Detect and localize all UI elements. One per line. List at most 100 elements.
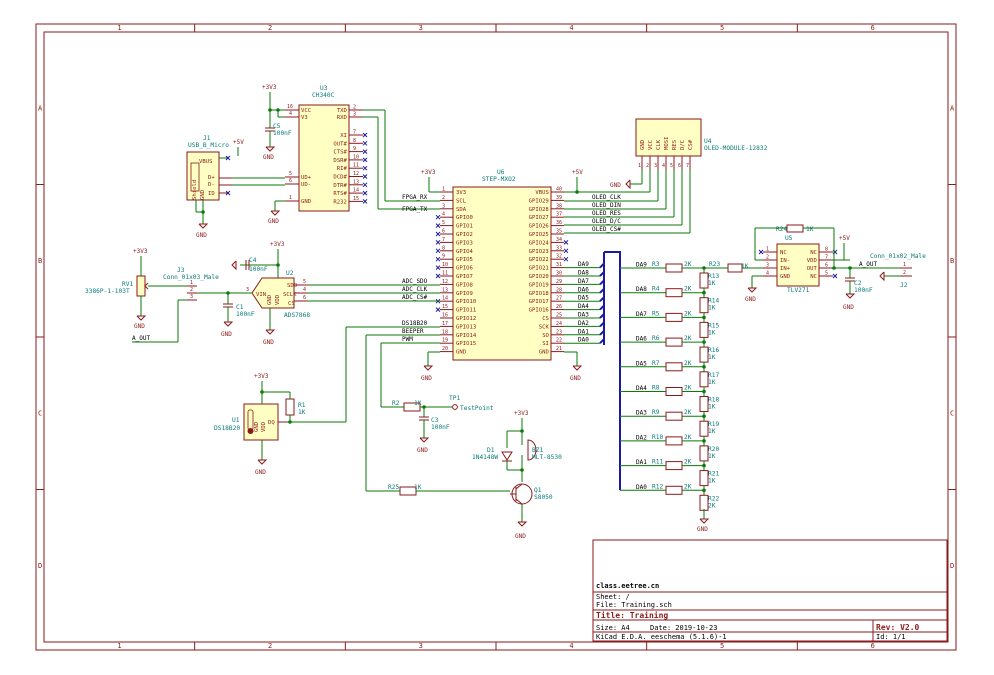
u2-pin-vdd: VDD xyxy=(275,294,281,305)
shunt-ref-r17: R17 xyxy=(708,372,719,379)
u5-num-1: 1 xyxy=(766,247,769,253)
frame-row-left-B: B xyxy=(38,257,42,265)
u6-num-2: 2 xyxy=(442,195,445,201)
shunt-ref-r13: R13 xyxy=(708,273,719,280)
u6-num-30: 30 xyxy=(556,271,562,277)
u3-num-10: 10 xyxy=(353,154,359,160)
u3-num-11: 11 xyxy=(353,163,359,169)
q1-gnd: GND xyxy=(515,533,526,540)
j2-ref: J2 xyxy=(900,282,908,289)
u6-net-da0: DA0 xyxy=(578,337,589,344)
u6-num-20: 20 xyxy=(442,346,448,352)
u5-num-2: 2 xyxy=(766,255,769,261)
u6-pin-gpio20: GPIO20 xyxy=(529,274,549,280)
shunt-value-r16: 1K xyxy=(708,354,716,361)
u2-pin-vin: VIN xyxy=(256,292,266,298)
u5-pin-l-inp: IN+ xyxy=(780,266,791,272)
u6-net-da9: DA9 xyxy=(578,261,589,268)
tb-id: Id: 1/1 xyxy=(876,633,906,641)
u5-num-8: 8 xyxy=(825,247,828,253)
u6-step-mxo2: U6 STEP-MXO2 3V31VBUS40SCL2GPIO2939SDA3G… xyxy=(421,169,650,382)
u3-num-7: 7 xyxy=(353,130,356,136)
frame-col-bottom-5: 5 xyxy=(720,642,724,650)
net-adc-clk: ADC_CLK xyxy=(402,286,428,293)
u6-num-32: 32 xyxy=(556,254,562,260)
u2-pin-cs: CS xyxy=(288,301,295,307)
u6-pin-gpio0: GPIO0 xyxy=(456,215,473,221)
r25-ref: R25 xyxy=(388,484,399,491)
tb-size: Size: A4 xyxy=(596,624,630,632)
ladder-value-r9: 2K xyxy=(684,409,692,416)
tb-sheet: Sheet: / xyxy=(596,593,630,601)
ladder-value-r11: 2K xyxy=(684,459,692,466)
u6-pin-gpio28: GPIO28 xyxy=(529,207,550,213)
c3-ref: C3 xyxy=(431,417,439,424)
c2-gnd: GND xyxy=(843,304,854,311)
u6-pin-gpio26: GPIO26 xyxy=(529,224,549,230)
u6-num-4: 4 xyxy=(442,212,445,218)
shunt-ref-r20: R20 xyxy=(708,446,719,453)
u1-pin-vdd: VDD xyxy=(261,421,267,432)
u6-pin-gpio19: GPIO19 xyxy=(529,282,549,288)
u3-pin-gnd: GND xyxy=(301,199,312,205)
u6-num-39: 39 xyxy=(556,195,562,201)
u4-pin-cs-n: CS# xyxy=(688,139,694,150)
u6-num-3: 3 xyxy=(442,203,445,209)
u4-gnd: GND xyxy=(610,182,621,189)
u2-pin-sclk: SCLK xyxy=(283,292,297,298)
shunt-value-r17: 1K xyxy=(708,379,716,386)
u6-pin-gpio16: GPIO16 xyxy=(529,308,549,314)
u6-pin-gpio24: GPIO24 xyxy=(529,240,550,246)
u6-num-7: 7 xyxy=(442,237,445,243)
u3-num-1: 1 xyxy=(289,195,292,201)
u6-pin-gpio15: GPIO15 xyxy=(456,341,476,347)
u6-pin-sda: SDA xyxy=(456,207,467,213)
u6-num-40: 40 xyxy=(556,187,562,193)
j2-num-1: 1 xyxy=(903,262,906,268)
u6-num-26: 26 xyxy=(556,304,562,310)
ladder-ref-r8: R8 xyxy=(652,385,660,392)
u6-num-22: 22 xyxy=(556,338,562,344)
u3-ref: U3 xyxy=(320,85,328,92)
u6-pin-gpio18: GPIO18 xyxy=(529,291,550,297)
u4-pin-clk: CLK xyxy=(656,139,662,150)
shunt-value-r14: 1K xyxy=(708,305,716,312)
u6-pin-gpio1: GPIO1 xyxy=(456,224,473,230)
u6-pin-gpio11: GPIO11 xyxy=(456,308,476,314)
u1-pin-dq: DQ xyxy=(268,420,275,426)
u3-pin-ri-n: RI# xyxy=(337,166,348,172)
u3-right-pins: TXD2RXD3XI7OUT#8CTS#9DSR#10RI#11DCD#12DT… xyxy=(333,105,368,205)
j1-pin-id: ID xyxy=(208,191,215,197)
u2-num-4: 4 xyxy=(303,287,306,293)
net-pwm: PWM xyxy=(402,336,413,343)
j2-num-2: 2 xyxy=(903,270,906,276)
r24-value: 1K xyxy=(806,226,814,233)
j2-value: Conn_01x02_Male xyxy=(870,253,926,260)
j1-value: USB_B_Micro xyxy=(188,142,229,149)
shunt-value-r13: 1K xyxy=(708,280,716,287)
ladder-ref-r5: R5 xyxy=(652,310,660,317)
frame-row-right-B: B xyxy=(950,257,954,265)
tp1-ref: TP1 xyxy=(449,395,460,402)
c3-value: 100nF xyxy=(431,424,450,431)
u3-pin-dtr-n: DTR# xyxy=(333,183,347,189)
buzzer-circuit: +3V3 D1 1N4148W BZ1 MLT-8530 R25 1K Q1 S… xyxy=(388,410,562,540)
u3-num-9: 9 xyxy=(353,146,356,152)
u2-pin-sdo: SDO xyxy=(287,283,298,289)
u3-pin-r232: R232 xyxy=(333,199,346,205)
bz-3v3-label: +3V3 xyxy=(514,410,529,417)
u2-value: ADS7868 xyxy=(284,312,310,319)
u2-ads7868: U2 ADS7868 SDO SCLK CS VIN GND VDD 5 4 6… xyxy=(197,241,440,346)
u1-ds18b20: U1 DS18B20 GND VDD DQ +3V3 R1 1K GND xyxy=(214,373,306,476)
pwm-filter: R2 1K TP1 TestPoint C3 100nF GND xyxy=(390,395,494,454)
u6-num-19: 19 xyxy=(442,338,448,344)
net-oled-clk: OLED_CLK xyxy=(592,194,621,201)
tb-tool: KiCad E.D.A. eeschema (5.1.6)-1 xyxy=(596,633,727,641)
ladder-net-da0: DA0 xyxy=(636,484,647,491)
frame-row-right-A: A xyxy=(950,104,955,112)
r1-ref: R1 xyxy=(298,402,306,409)
frame-col-bottom-2: 2 xyxy=(268,642,272,650)
u5-num-7: 7 xyxy=(825,255,828,261)
title-block: class.eetree.cn Sheet: / File: Training.… xyxy=(592,539,948,642)
